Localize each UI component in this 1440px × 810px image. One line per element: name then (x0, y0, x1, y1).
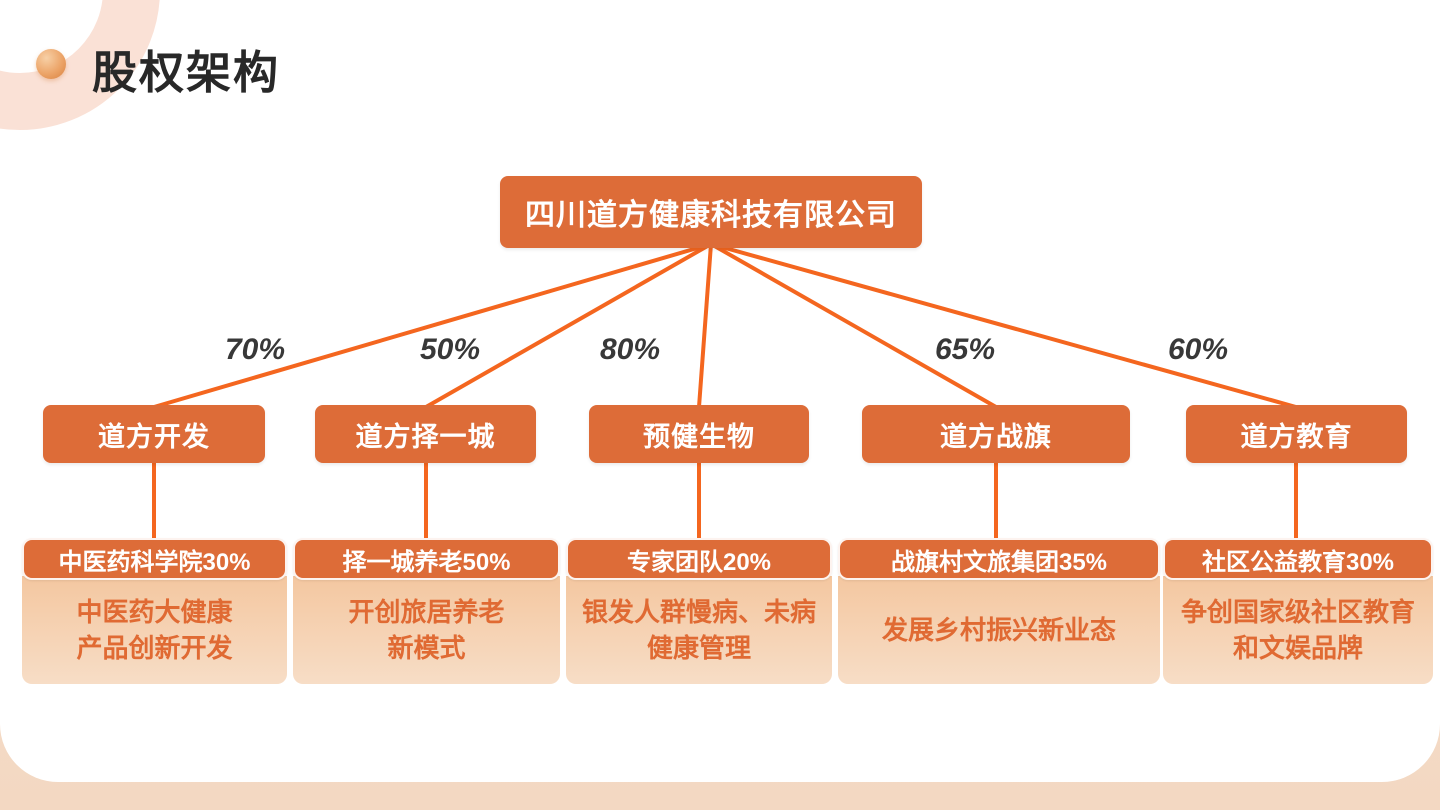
detail-card-1-body: 中医药大健康 产品创新开发 (22, 576, 287, 684)
detail-card-2-header: 择一城养老50% (293, 538, 560, 580)
title-bullet-sphere-icon (36, 49, 66, 79)
share-label-2: 50% (419, 333, 481, 366)
detail-card-5: 社区公益教育30% 争创国家级社区教育 和文娱品牌 (1163, 538, 1433, 684)
subsidiary-node-1: 道方开发 (43, 405, 265, 463)
share-label-1: 70% (224, 333, 286, 366)
detail-card-4-body: 发展乡村振兴新业态 (838, 576, 1160, 684)
detail-card-2: 择一城养老50% 开创旅居养老 新模式 (293, 538, 560, 684)
subsidiary-node-5: 道方教育 (1186, 405, 1407, 463)
detail-card-4: 战旗村文旅集团35% 发展乡村振兴新业态 (838, 538, 1160, 684)
page-title: 股权架构 (92, 47, 281, 98)
share-label-5: 60% (1167, 333, 1229, 366)
share-label-4: 65% (934, 333, 996, 366)
detail-card-3: 专家团队20% 银发人群慢病、未病 健康管理 (566, 538, 832, 684)
detail-card-1-header: 中医药科学院30% (22, 538, 287, 580)
detail-card-1: 中医药科学院30% 中医药大健康 产品创新开发 (22, 538, 287, 684)
detail-card-2-body: 开创旅居养老 新模式 (293, 576, 560, 684)
detail-card-3-header: 专家团队20% (566, 538, 832, 580)
subsidiary-node-2: 道方择一城 (315, 405, 536, 463)
subsidiary-node-3: 预健生物 (589, 405, 809, 463)
root-company-node: 四川道方健康科技有限公司 (500, 176, 922, 248)
detail-card-5-header: 社区公益教育30% (1163, 538, 1433, 580)
detail-card-4-header: 战旗村文旅集团35% (838, 538, 1160, 580)
share-label-3: 80% (599, 333, 661, 366)
detail-card-5-body: 争创国家级社区教育 和文娱品牌 (1163, 576, 1433, 684)
detail-card-3-body: 银发人群慢病、未病 健康管理 (566, 576, 832, 684)
subsidiary-node-4: 道方战旗 (862, 405, 1130, 463)
